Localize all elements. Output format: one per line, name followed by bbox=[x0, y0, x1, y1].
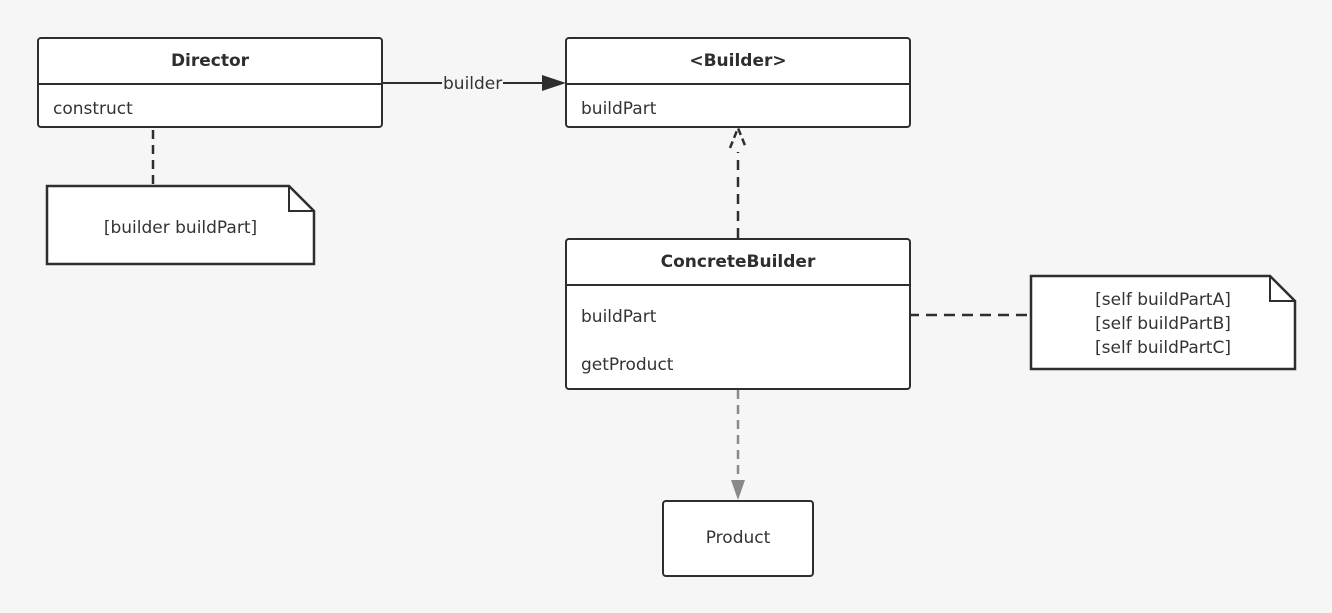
director-class-name: Director bbox=[39, 39, 381, 85]
director-note-line: [builder buildPart] bbox=[103, 218, 258, 238]
realization-arrowhead bbox=[728, 124, 748, 149]
concrete-builder-note bbox=[1029, 274, 1297, 371]
builder-interface-name: <Builder> bbox=[567, 39, 909, 85]
director-note-text: [builder buildPart] bbox=[47, 215, 314, 241]
builder-buildpart-operation[interactable]: buildPart bbox=[581, 99, 657, 119]
association-label: builder bbox=[442, 74, 504, 94]
concrete-note-line: [self buildPartA] bbox=[1095, 290, 1231, 310]
get-product-operation[interactable]: getProduct bbox=[581, 355, 674, 375]
concrete-builder-class[interactable]: ConcreteBuilder buildPart getProduct bbox=[565, 238, 911, 390]
director-class[interactable]: Director construct bbox=[37, 37, 383, 128]
construct-operation[interactable]: construct bbox=[53, 99, 133, 119]
director-note bbox=[45, 184, 316, 266]
concrete-buildpart-operation[interactable]: buildPart bbox=[581, 307, 657, 327]
association-arrowhead bbox=[542, 75, 566, 91]
product-name: Product bbox=[705, 528, 771, 548]
concrete-note-line: [self buildPartB] bbox=[1095, 314, 1231, 334]
dependency-arrowhead bbox=[731, 480, 745, 500]
concrete-note-text: [self buildPartA] [self buildPartB] [sel… bbox=[1031, 288, 1295, 360]
concrete-note-line: [self buildPartC] bbox=[1095, 338, 1231, 358]
concrete-builder-name: ConcreteBuilder bbox=[567, 240, 909, 286]
builder-interface-class[interactable]: <Builder> buildPart bbox=[565, 37, 911, 128]
product-class[interactable]: Product bbox=[662, 500, 814, 577]
